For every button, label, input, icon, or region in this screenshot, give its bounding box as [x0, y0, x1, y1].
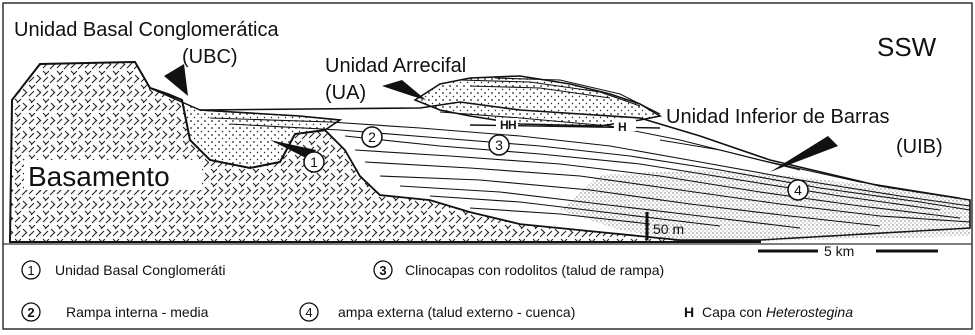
section-marker-4: 4	[787, 179, 809, 201]
svg-text:1: 1	[27, 263, 34, 278]
legend-item-1: 1 Unidad Basal Conglomeráti	[21, 260, 225, 280]
ua-pointer-arrow	[382, 80, 426, 100]
svg-text:Rampa interna - media: Rampa interna - media	[66, 304, 209, 320]
svg-text:2: 2	[27, 305, 34, 320]
svg-text:Capa con Heterostegina: Capa con Heterostegina	[702, 304, 853, 320]
legend-h-italic-text: Heterostegina	[766, 304, 853, 320]
vertical-scale-label: 50 m	[653, 221, 684, 237]
ua-abbr-label: (UA)	[325, 82, 366, 104]
svg-text:ampa externa (talud externo -: ampa externa (talud externo - cuenca)	[338, 304, 575, 320]
clinoform-bedding	[209, 111, 971, 229]
legend-item-h: H Capa con Heterostegina	[684, 304, 853, 320]
basement-label: Basamento	[28, 161, 170, 192]
section-marker-2: 2	[361, 126, 383, 148]
ubc-pointer-arrow	[164, 64, 188, 96]
basement-label-backdrop	[24, 160, 202, 190]
svg-text:3: 3	[495, 137, 503, 153]
direction-label: SSW	[877, 32, 937, 62]
outer-frame	[2, 2, 973, 330]
section-marker-1: 1	[303, 151, 325, 173]
ua-name-label: Unidad Arrecifal	[325, 55, 466, 77]
h-marker-2: H	[618, 120, 627, 134]
svg-text:4: 4	[305, 305, 312, 320]
ua-reef-unit	[413, 75, 663, 127]
svg-text:Unidad Basal Conglomeráti: Unidad Basal Conglomeráti	[55, 262, 225, 278]
svg-text:Clinocapas con rodolitos (talu: Clinocapas con rodolitos (talud de rampa…	[405, 262, 664, 278]
ubc-abbr-label: (UBC)	[182, 46, 238, 68]
legend-item-2: 2 Rampa interna - media	[21, 302, 209, 322]
svg-text:2: 2	[368, 129, 376, 145]
legend-item-4: 4 ampa externa (talud externo - cuenca)	[299, 302, 575, 322]
uib-pointer-arrow	[770, 136, 838, 172]
legend-item-3: 3 Clinocapas con rodolitos (talud de ram…	[373, 260, 664, 280]
legend-h-text: Capa con	[702, 304, 766, 320]
h-marker-3: H	[508, 118, 517, 132]
svg-text:4: 4	[794, 182, 802, 198]
heterostegina-layer	[469, 118, 661, 131]
uib-name-label: Unidad Inferior de Barras	[666, 106, 889, 128]
h-marker-1: H	[500, 118, 509, 132]
svg-text:3: 3	[379, 263, 386, 278]
ubc-name-label: Unidad Basal Conglomerática	[14, 19, 279, 41]
reef-top-layering	[459, 77, 661, 115]
marker1-pointer-arrow	[270, 140, 316, 160]
section-marker-3: 3	[488, 134, 510, 156]
svg-text:H: H	[684, 304, 694, 320]
horizontal-scale-label: 5 km	[824, 243, 854, 259]
svg-text:1: 1	[310, 154, 318, 170]
uib-abbr-label: (UIB)	[896, 136, 943, 158]
